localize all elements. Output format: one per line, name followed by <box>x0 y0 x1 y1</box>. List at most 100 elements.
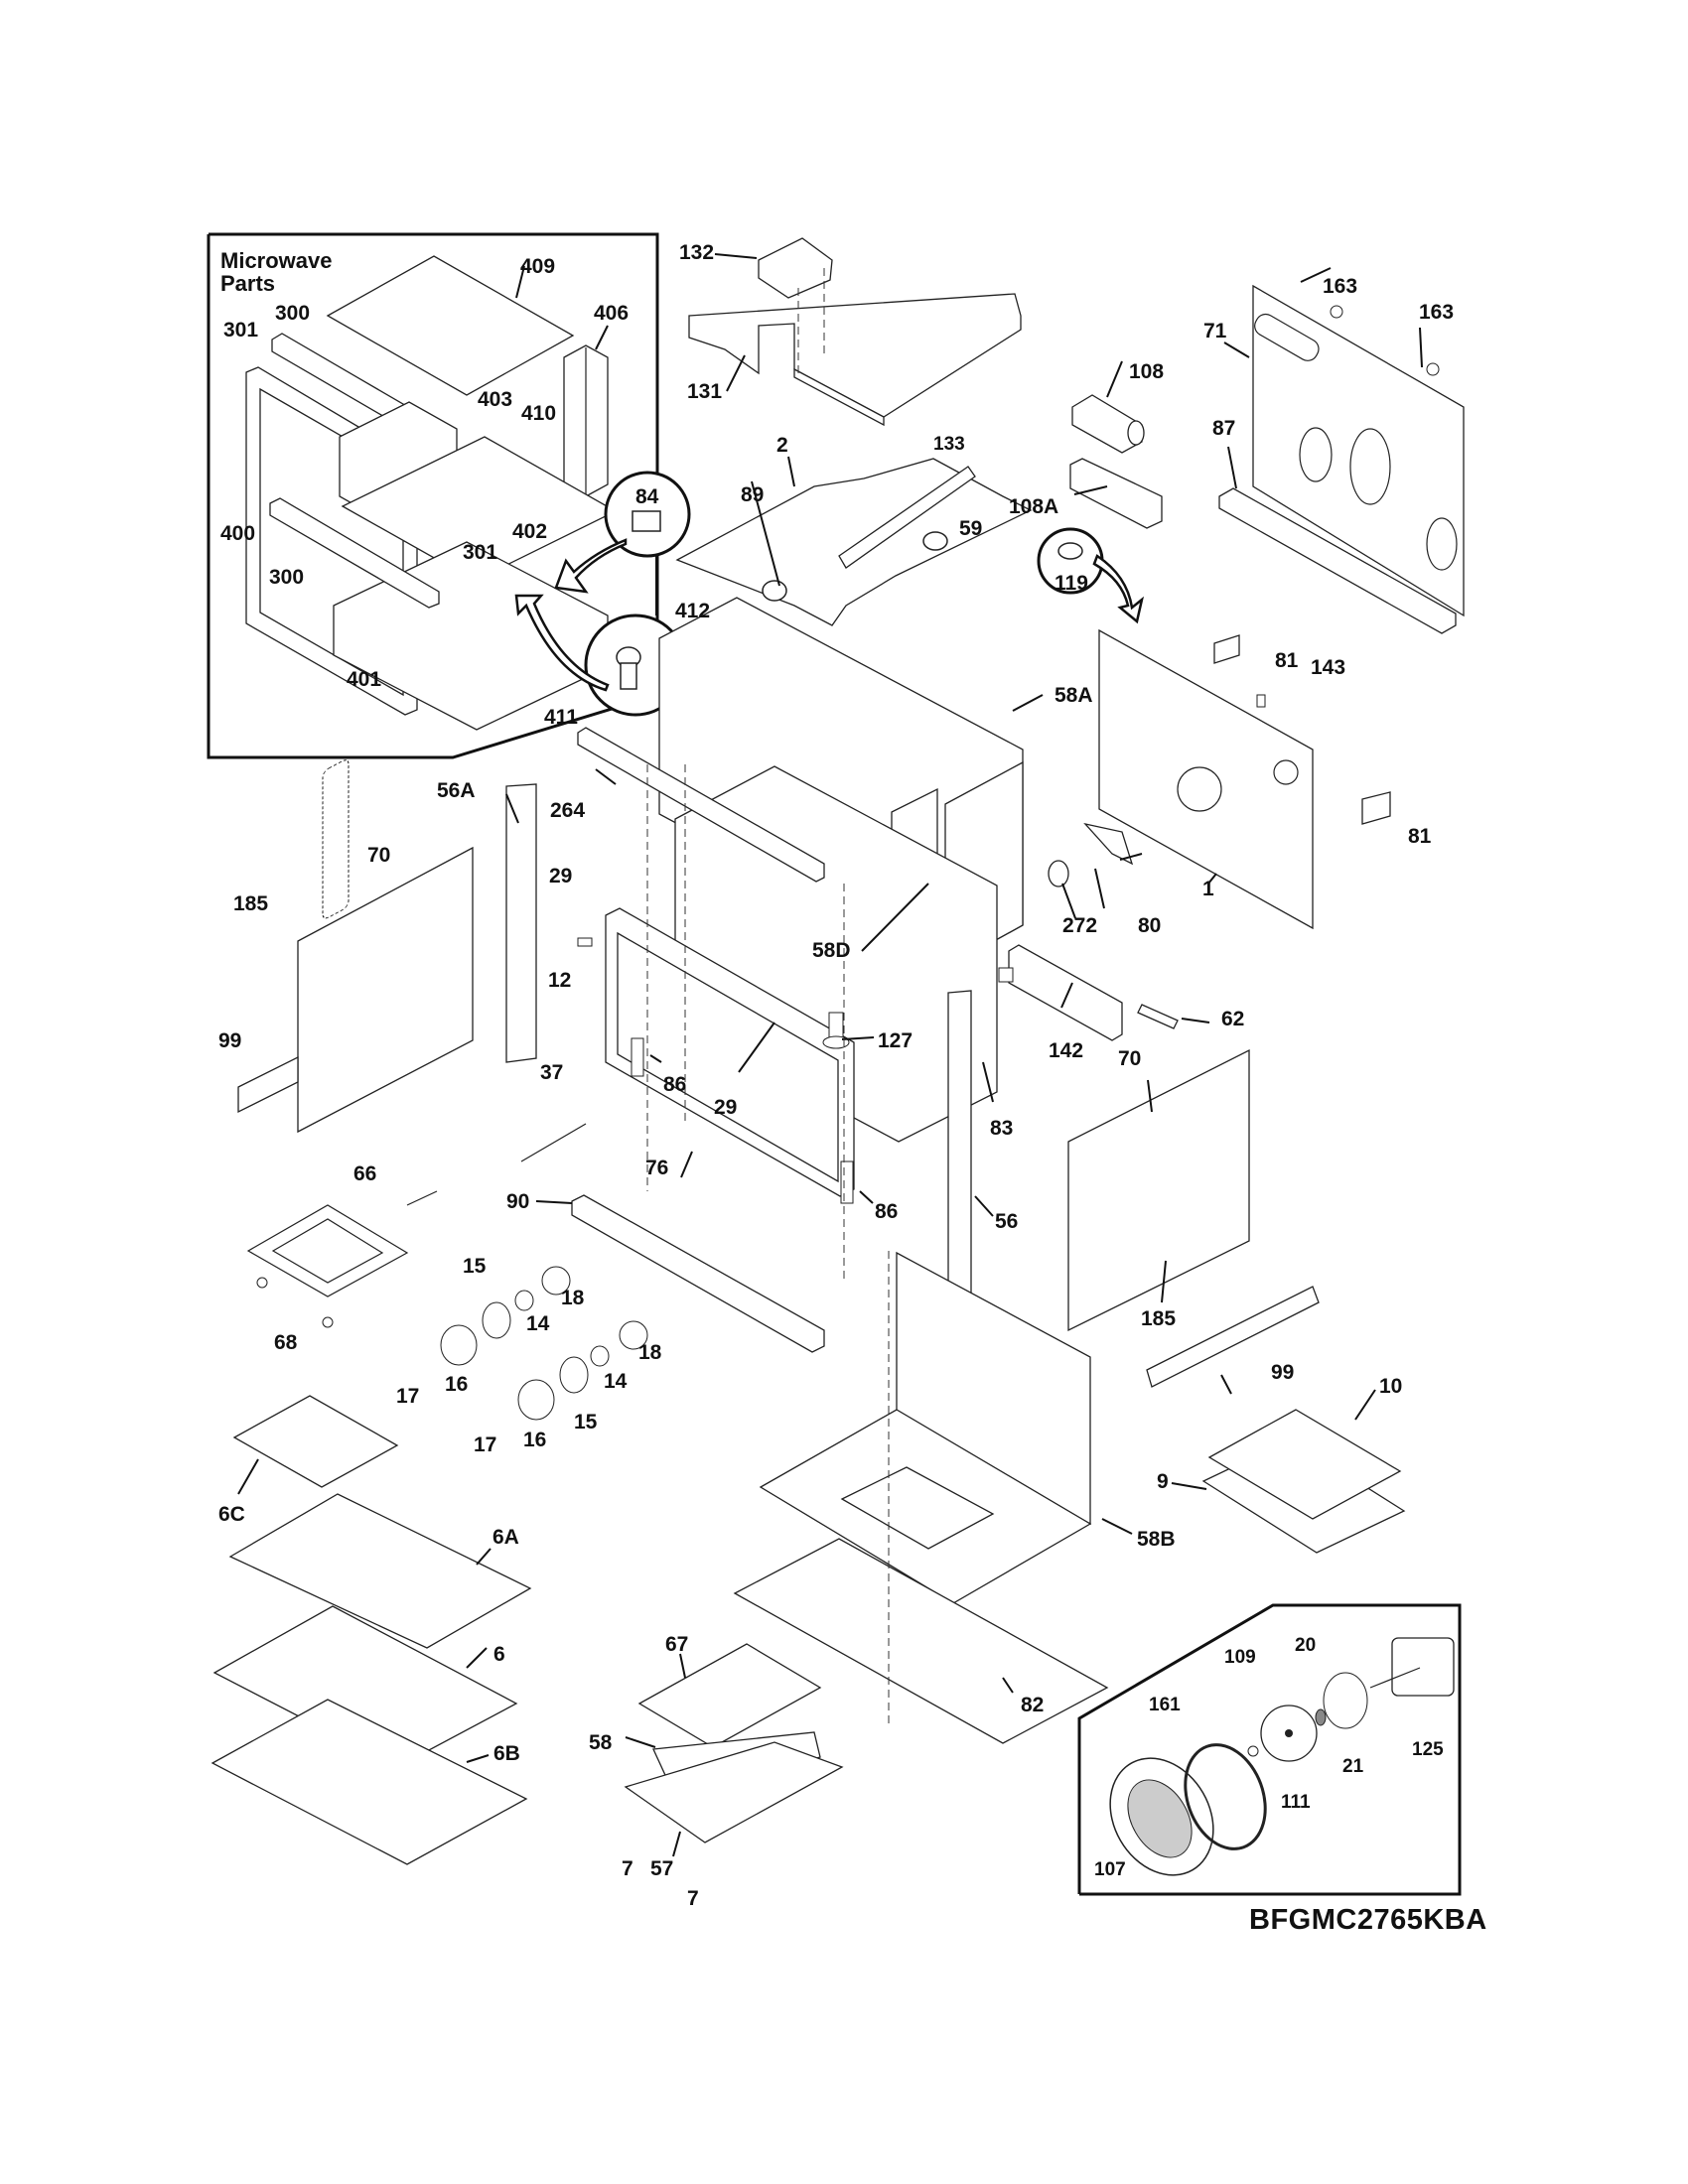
callout-12: 12 <box>548 969 572 992</box>
callout-90: 90 <box>506 1190 530 1213</box>
callout-161: 161 <box>1149 1695 1181 1715</box>
callout-402: 402 <box>512 520 548 543</box>
callout-301-top: 301 <box>223 319 259 341</box>
callout-89: 89 <box>741 483 765 506</box>
callout-16-upper: 16 <box>445 1373 469 1396</box>
sensor-37 <box>520 1123 587 1162</box>
rack-6B <box>211 1699 528 1865</box>
access-plate-132 <box>758 237 833 299</box>
bottom-panel-82 <box>733 1538 1109 1744</box>
convection-fan-inset-frame <box>1077 1603 1462 1896</box>
callout-400: 400 <box>220 522 256 545</box>
callout-131: 131 <box>687 380 723 403</box>
callout-109: 109 <box>1224 1647 1256 1668</box>
callout-99-left: 99 <box>218 1029 242 1052</box>
callout-86-right: 86 <box>875 1200 899 1223</box>
rail-99-left <box>237 1055 299 1114</box>
callout-67: 67 <box>665 1633 689 1656</box>
callout-108A: 108A <box>1009 495 1059 518</box>
callout-143: 143 <box>1311 656 1346 679</box>
sensor-12 <box>577 937 593 947</box>
broil-pan-9-10 <box>1201 1409 1406 1554</box>
callout-86-left: 86 <box>663 1073 687 1096</box>
microwave-top-cover-409 <box>326 255 575 396</box>
callout-301-bottom: 301 <box>463 541 498 564</box>
callout-6: 6 <box>493 1643 505 1666</box>
callout-142: 142 <box>1049 1039 1084 1062</box>
callout-68: 68 <box>274 1331 298 1354</box>
baffle-20 <box>1323 1672 1368 1729</box>
side-panel-70-left <box>297 759 474 1134</box>
callout-406: 406 <box>594 302 630 325</box>
leader-lines <box>237 253 1423 1857</box>
side-panel-70-right <box>1067 1048 1250 1332</box>
callout-18-lower: 18 <box>638 1341 662 1364</box>
bottom-insulation-58B <box>759 1251 1092 1604</box>
fan-cover-107 <box>1109 1757 1214 1876</box>
callout-264: 264 <box>550 799 586 822</box>
callout-58: 58 <box>589 1731 613 1754</box>
callout-185-left: 185 <box>233 892 269 915</box>
callout-70-left: 70 <box>367 844 391 867</box>
front-frame-264 <box>577 727 825 883</box>
callout-125: 125 <box>1412 1739 1444 1760</box>
nut-111 <box>1247 1745 1259 1757</box>
callout-401: 401 <box>347 668 382 691</box>
support-56A <box>505 783 537 1063</box>
assembly-dash-lines <box>646 764 890 1727</box>
callout-9: 9 <box>1157 1470 1169 1493</box>
callout-56: 56 <box>995 1210 1019 1233</box>
callout-87: 87 <box>1212 417 1236 440</box>
microwave-parts-inset-frame <box>207 232 659 759</box>
callout-58B: 58B <box>1137 1528 1176 1551</box>
oven-rear-wall-1 <box>1098 628 1314 930</box>
rack-6A <box>228 1493 532 1649</box>
callout-1: 1 <box>1202 878 1214 900</box>
callout-10: 10 <box>1379 1375 1403 1398</box>
bake-element-cover-67 <box>637 1643 822 1748</box>
front-trim-90 <box>571 1194 825 1353</box>
callout-6A: 6A <box>492 1526 519 1549</box>
rack-6C <box>232 1395 399 1488</box>
gasket-161 <box>1184 1743 1267 1850</box>
callout-409: 409 <box>520 255 556 278</box>
callout-84: 84 <box>635 485 659 508</box>
rear-panel-71 <box>1252 284 1465 617</box>
callout-163-b: 163 <box>1419 301 1455 324</box>
callout-81-top: 81 <box>1275 649 1299 672</box>
callout-81-right: 81 <box>1408 825 1432 848</box>
top-cover-131 <box>688 293 1022 427</box>
bracket-81-top <box>1213 634 1240 664</box>
callout-29-a: 29 <box>549 865 573 887</box>
duct-133 <box>838 466 976 569</box>
callout-99-right: 99 <box>1271 1361 1295 1384</box>
callout-76: 76 <box>645 1157 669 1179</box>
clip-143 <box>1256 694 1266 708</box>
callout-70-right: 70 <box>1118 1047 1142 1070</box>
bracket-83 <box>998 967 1014 983</box>
callout-7-b: 7 <box>687 1887 699 1910</box>
switch-59 <box>922 531 948 551</box>
callout-15-lower: 15 <box>574 1411 598 1433</box>
bracket-80 <box>1083 822 1134 866</box>
callout-412: 412 <box>675 600 711 622</box>
callout-6B: 6B <box>493 1742 520 1765</box>
callout-37: 37 <box>540 1061 564 1084</box>
callout-16-lower: 16 <box>523 1429 547 1451</box>
broil-element-66 <box>246 1190 438 1297</box>
callout-18-upper: 18 <box>561 1287 585 1309</box>
rear-rail-87 <box>1218 487 1457 634</box>
callout-127: 127 <box>878 1029 914 1052</box>
rail-99-right <box>1146 1286 1320 1388</box>
callout-66: 66 <box>353 1162 377 1185</box>
callout-7-a: 7 <box>622 1857 633 1880</box>
callout-108: 108 <box>1129 360 1165 383</box>
callout-57: 57 <box>650 1857 674 1880</box>
callout-119: 119 <box>1055 572 1088 595</box>
callout-15-upper: 15 <box>463 1255 487 1278</box>
callout-403: 403 <box>478 388 513 411</box>
callout-17-upper: 17 <box>396 1385 420 1408</box>
model-number: BFGMC2765KBA <box>1249 1904 1487 1936</box>
microwave-trim-300-bottom <box>269 497 440 609</box>
